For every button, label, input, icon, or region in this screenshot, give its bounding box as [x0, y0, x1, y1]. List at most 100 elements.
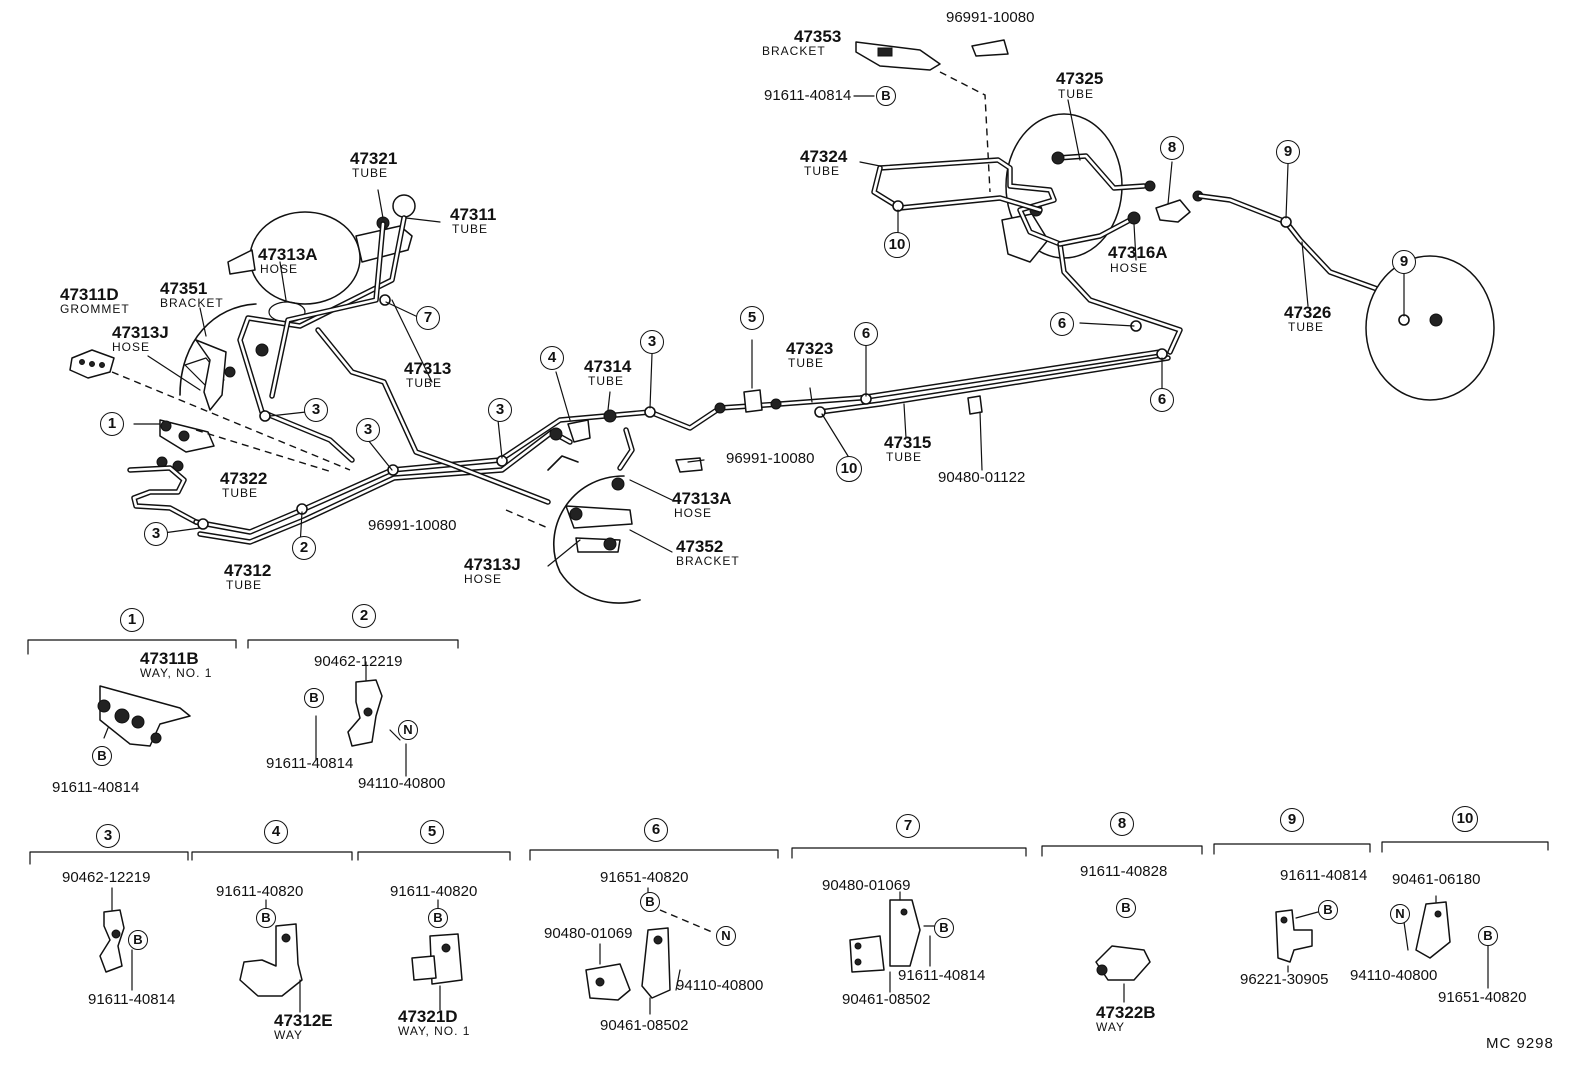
rear-hose-and-way	[1057, 180, 1204, 247]
circle-b: B	[640, 892, 660, 912]
callout-3: 3	[356, 418, 380, 442]
detail-9-pn: 91611-40814	[1280, 867, 1368, 884]
callout-9: 9	[1276, 140, 1300, 164]
callout-4: 4	[540, 346, 564, 370]
label-sub: TUBE	[452, 222, 489, 236]
callout-9: 9	[1392, 250, 1416, 274]
detail-4-way	[239, 899, 303, 1013]
label-pn: 47313	[404, 359, 452, 378]
label-pn: 91611-40814	[764, 87, 852, 104]
callout-10: 10	[884, 232, 910, 258]
label-sub: HOSE	[112, 340, 151, 354]
detail-4-pn: 47312E	[274, 1011, 333, 1030]
circle-b: B	[934, 918, 954, 938]
label-pn: 96991-10080	[368, 517, 457, 534]
detail-7-parts	[849, 891, 935, 993]
detail-8-sub: WAY	[1096, 1020, 1125, 1034]
label-pn: 47313J	[112, 323, 169, 342]
circle-n: N	[398, 720, 418, 740]
detail-6-pn: 90461-08502	[600, 1017, 689, 1034]
detail-10-clip	[1403, 895, 1489, 989]
detail-8-pn: 47322B	[1096, 1003, 1156, 1022]
label-pn: 90480-01122	[938, 469, 1026, 486]
detail-6-pn: 91651-40820	[600, 869, 689, 886]
label-pn: 47325	[1056, 69, 1104, 88]
detail-6-parts	[585, 887, 713, 1015]
detail-9-clip	[1275, 909, 1319, 973]
detail-5-sub: WAY, NO. 1	[398, 1024, 471, 1038]
label-sub: GROMMET	[60, 302, 130, 316]
grommet-part	[69, 349, 115, 379]
detail-10-pn: 94110-40800	[1350, 967, 1438, 984]
circle-b: B	[1318, 900, 1338, 920]
label-pn: 96991-10080	[726, 450, 815, 467]
label-sub: TUBE	[788, 356, 825, 370]
detail-6-pn: 94110-40800	[676, 977, 764, 994]
circle-b: B	[92, 746, 112, 766]
detail-1-pn: 91611-40814	[52, 779, 140, 796]
detail-7-pn: 91611-40814	[898, 967, 986, 984]
label-sub: TUBE	[222, 486, 259, 500]
label-pn: 47352	[676, 537, 724, 556]
callout-6: 6	[1150, 388, 1174, 412]
detail-4-pn: 91611-40820	[216, 883, 304, 900]
label-sub: TUBE	[406, 376, 443, 390]
leader-lines	[133, 95, 1405, 567]
detail-brackets	[27, 639, 1549, 865]
detail-3-clamp	[99, 887, 133, 991]
circle-b: B	[256, 908, 276, 928]
detail-header-10: 10	[1452, 806, 1478, 832]
detail-header-1: 1	[120, 608, 144, 632]
detail-header-3: 3	[96, 824, 120, 848]
label-pn: 96991-10080	[946, 9, 1035, 26]
label-sub: HOSE	[674, 506, 713, 520]
callout-3: 3	[304, 398, 328, 422]
front-way-assembly	[156, 419, 215, 472]
label-pn: 47326	[1284, 303, 1332, 322]
detail-8-pn: 91611-40828	[1080, 863, 1168, 880]
detail-header-8: 8	[1110, 812, 1134, 836]
callout-1: 1	[100, 412, 124, 436]
label-sub: BRACKET	[762, 44, 826, 58]
callout-6: 6	[1050, 312, 1074, 336]
label-pn: 47312	[224, 561, 272, 580]
detail-9-pn: 96221-30905	[1240, 971, 1329, 988]
label-pn: 47311	[450, 205, 497, 224]
label-pn: 47316A	[1108, 243, 1168, 262]
label-pn: 47311D	[60, 285, 119, 304]
detail-5-pn: 47321D	[398, 1007, 458, 1026]
label-sub: TUBE	[588, 374, 625, 388]
circle-b: B	[1478, 926, 1498, 946]
callout-3: 3	[144, 522, 168, 546]
front-tube-loops	[127, 465, 199, 525]
detail-3-pn: 91611-40814	[88, 991, 176, 1008]
detail-1-pn: 47311B	[140, 649, 199, 668]
detail-10-pn: 91651-40820	[1438, 989, 1527, 1006]
detail-2-pn: 91611-40814	[266, 755, 354, 772]
label-sub: TUBE	[1288, 320, 1325, 334]
label-pn: 47353	[794, 27, 842, 46]
label-pn: 47321	[350, 149, 398, 168]
callout-2: 2	[292, 536, 316, 560]
detail-4-sub: WAY	[274, 1028, 303, 1042]
master-cylinder-tubes	[237, 215, 551, 505]
label-sub: TUBE	[226, 578, 263, 592]
detail-1-sub: WAY, NO. 1	[140, 666, 213, 680]
detail-header-9: 9	[1280, 808, 1304, 832]
label-pn: 47313J	[464, 555, 521, 574]
detail-8-way	[1095, 945, 1151, 1003]
detail-header-4: 4	[264, 820, 288, 844]
detail-3-pn: 90462-12219	[62, 869, 151, 886]
detail-6-pn: 90480-01069	[544, 925, 633, 942]
label-pn: 47313A	[672, 489, 732, 508]
label-sub: HOSE	[1110, 261, 1149, 275]
detail-header-2: 2	[352, 604, 376, 628]
label-pn: 47322	[220, 469, 268, 488]
detail-2-pn: 90462-12219	[314, 653, 403, 670]
label-pn: 47314	[584, 357, 632, 376]
label-pn: 47351	[160, 279, 208, 298]
callout-5: 5	[740, 306, 764, 330]
callout-3: 3	[640, 330, 664, 354]
